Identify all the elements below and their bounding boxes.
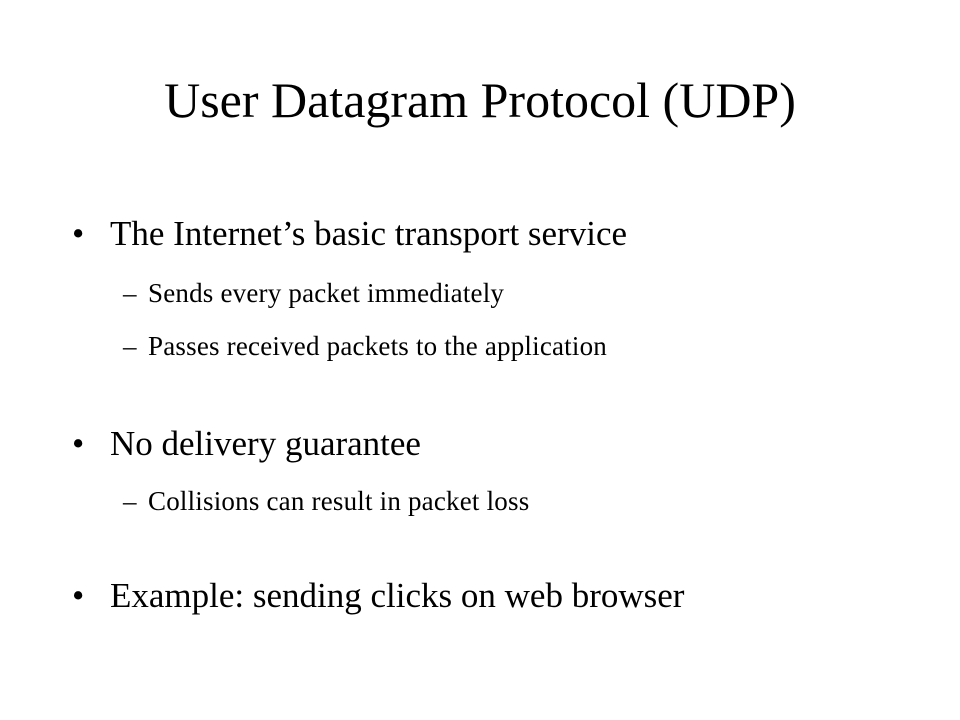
- slide-title: User Datagram Protocol (UDP): [164, 72, 796, 128]
- sub-bullet-item: –Passes received packets to the applicat…: [123, 329, 607, 363]
- sub-bullet-item: –Sends every packet immediately: [123, 276, 504, 310]
- bullet-item: • Example: sending clicks on web browser: [72, 574, 684, 618]
- sub-bullet-text: Collisions can result in packet loss: [148, 486, 530, 516]
- sub-bullet-marker: –: [123, 331, 137, 361]
- sub-bullet-item: –Collisions can result in packet loss: [123, 484, 529, 518]
- bullet-text: No delivery guarantee: [110, 424, 421, 463]
- bullet-marker: •: [72, 214, 85, 253]
- sub-bullet-text: Passes received packets to the applicati…: [148, 331, 607, 361]
- bullet-marker: •: [72, 424, 85, 463]
- bullet-text: The Internet’s basic transport service: [110, 214, 628, 253]
- sub-bullet-marker: –: [123, 278, 137, 308]
- bullet-text: Example: sending clicks on web browser: [110, 576, 685, 615]
- bullet-item: • No delivery guarantee: [72, 422, 421, 466]
- sub-bullet-marker: –: [123, 486, 137, 516]
- bullet-marker: •: [72, 576, 85, 615]
- bullet-item: • The Internet’s basic transport service: [72, 212, 627, 256]
- sub-bullet-text: Sends every packet immediately: [148, 278, 505, 308]
